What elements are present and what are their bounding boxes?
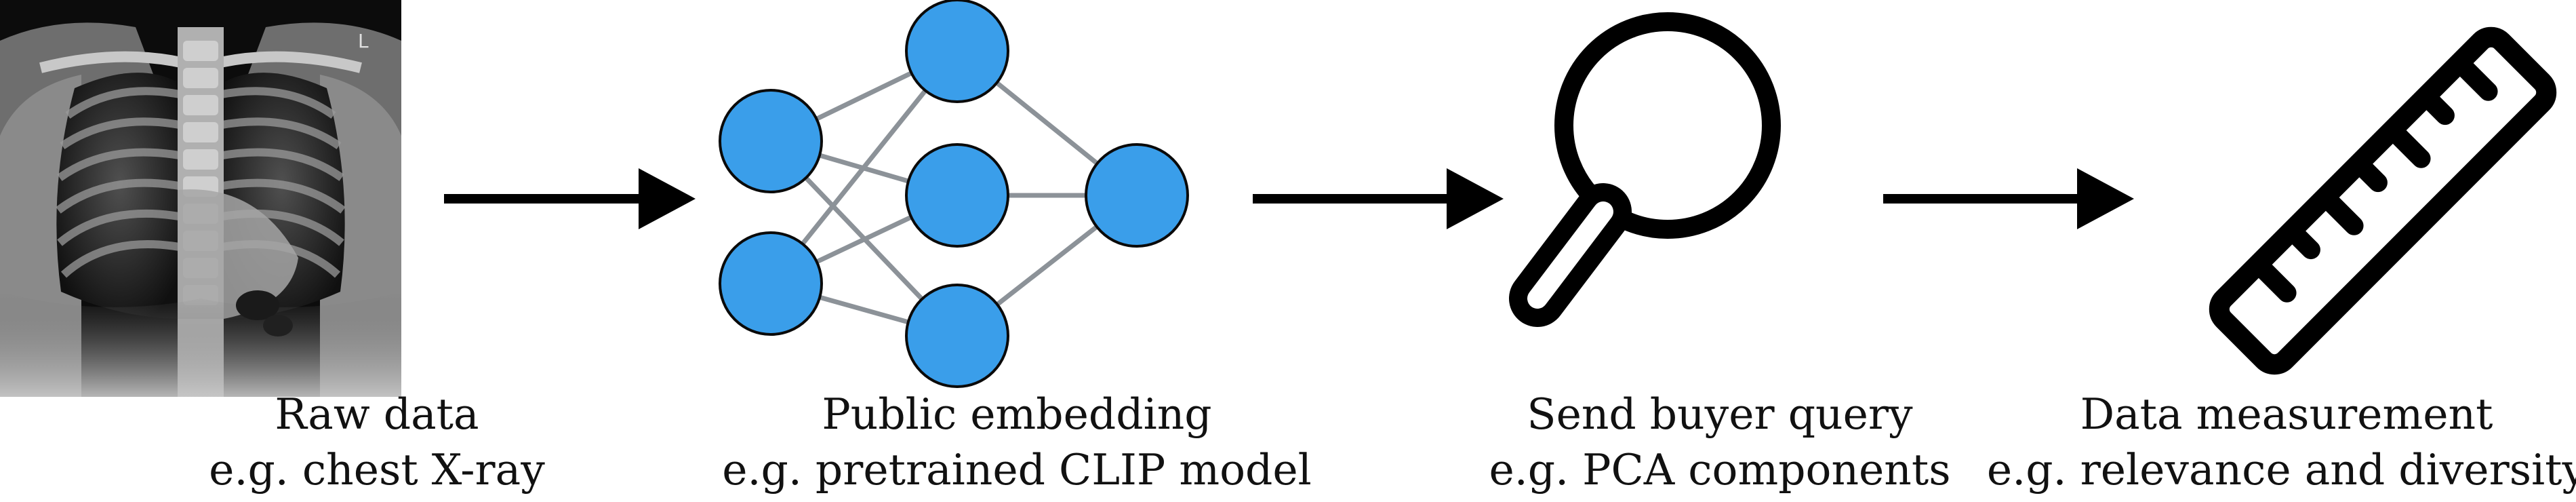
- arrow-2: [1253, 168, 1504, 229]
- chest-xray-image: L: [0, 0, 401, 397]
- stage-title: Raw data: [275, 389, 479, 439]
- ruler-icon: [2209, 26, 2557, 375]
- node-input-2: [719, 231, 823, 336]
- node-hidden-2: [905, 143, 1009, 248]
- stage-caption-data-measurement: Data measurement e.g. relevance and dive…: [1948, 387, 2576, 498]
- stage-example: e.g. PCA components: [1489, 445, 1951, 495]
- arrow-3: [1883, 168, 2134, 229]
- stage-example: e.g. pretrained CLIP model: [722, 445, 1312, 495]
- svg-text:L: L: [358, 30, 369, 52]
- stage-caption-send-buyer-query: Send buyer query e.g. PCA components: [1381, 387, 2059, 498]
- stage-title: Send buyer query: [1527, 389, 1913, 439]
- magnifier-icon: [1509, 12, 1781, 327]
- node-output: [1085, 143, 1189, 248]
- arrow-1: [444, 168, 696, 229]
- node-input-1: [719, 89, 823, 193]
- node-hidden-3: [905, 284, 1009, 388]
- stage-title: Data measurement: [2080, 389, 2493, 439]
- node-hidden-1: [905, 0, 1009, 103]
- neural-network-icon: [719, 0, 1189, 388]
- stage-example: e.g. relevance and diversity: [1986, 445, 2576, 495]
- stage-title: Public embedding: [822, 389, 1212, 439]
- stage-caption-raw-data: Raw data e.g. chest X-ray: [38, 387, 716, 498]
- stage-caption-public-embedding: Public embedding e.g. pretrained CLIP mo…: [678, 387, 1356, 498]
- stage-example: e.g. chest X-ray: [209, 445, 545, 495]
